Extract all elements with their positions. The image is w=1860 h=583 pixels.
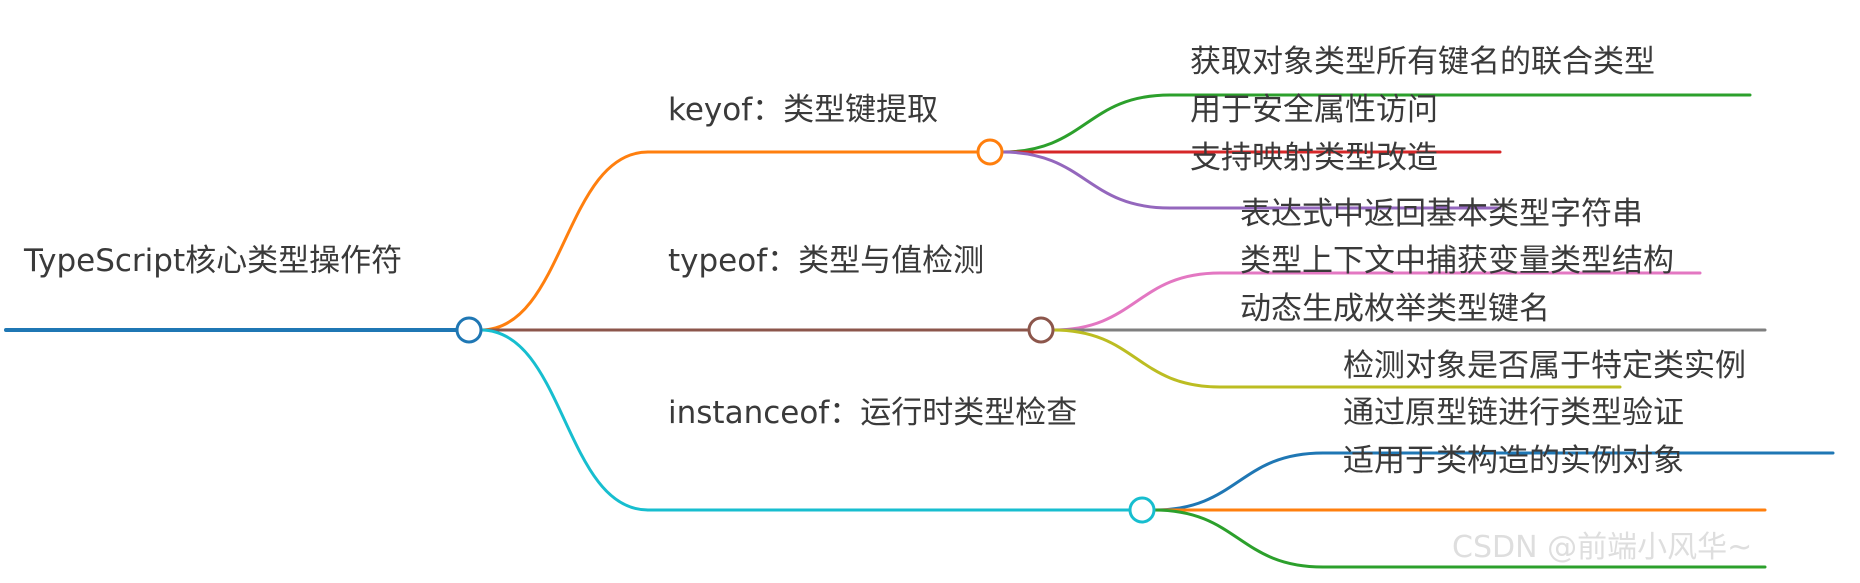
branch-1-node-circle: [1027, 316, 1055, 344]
leaf-instanceof-constructor: 适用于类构造的实例对象: [1343, 443, 1684, 479]
branch-instanceof-label: instanceof：运行时类型检查: [668, 395, 1078, 431]
leaf-typeof-string: 表达式中返回基本类型字符串: [1240, 196, 1643, 232]
root-node-label: TypeScript核心类型操作符: [24, 243, 403, 279]
leaf-keyof-mapped: 支持映射类型改造: [1190, 140, 1438, 176]
leaf-instanceof-prototype: 通过原型链进行类型验证: [1343, 395, 1684, 431]
root-to-branch-2-connector: [479, 328, 650, 512]
branch-0-leaf-0-connector: [1000, 93, 1172, 154]
leaf-typeof-enum: 动态生成枚举类型键名: [1240, 291, 1550, 327]
branch-0-node-circle: [976, 138, 1004, 166]
branch-keyof-label: keyof：类型键提取: [668, 92, 939, 128]
root-to-branch-0-connector: [479, 150, 650, 332]
leaf-typeof-structure: 类型上下文中捕获变量类型结构: [1240, 243, 1674, 279]
branch-1-leaf-2-connector: [1051, 328, 1222, 389]
branch-typeof-label: typeof：类型与值检测: [668, 243, 985, 279]
leaf-instanceof-class: 检测对象是否属于特定类实例: [1343, 348, 1746, 384]
branch-2-node-circle: [1128, 496, 1156, 524]
branch-1-leaf-0-connector: [1051, 271, 1222, 332]
root-node-circle: [455, 316, 483, 344]
leaf-keyof-safe-access: 用于安全属性访问: [1190, 92, 1438, 128]
branch-2-leaf-0-connector: [1152, 451, 1325, 512]
branch-2-leaf-2-connector: [1152, 508, 1325, 569]
branch-0-leaf-2-connector: [1000, 150, 1172, 210]
leaf-keyof-union: 获取对象类型所有键名的联合类型: [1190, 44, 1655, 80]
watermark-text: CSDN @前端小风华~: [1452, 530, 1753, 565]
